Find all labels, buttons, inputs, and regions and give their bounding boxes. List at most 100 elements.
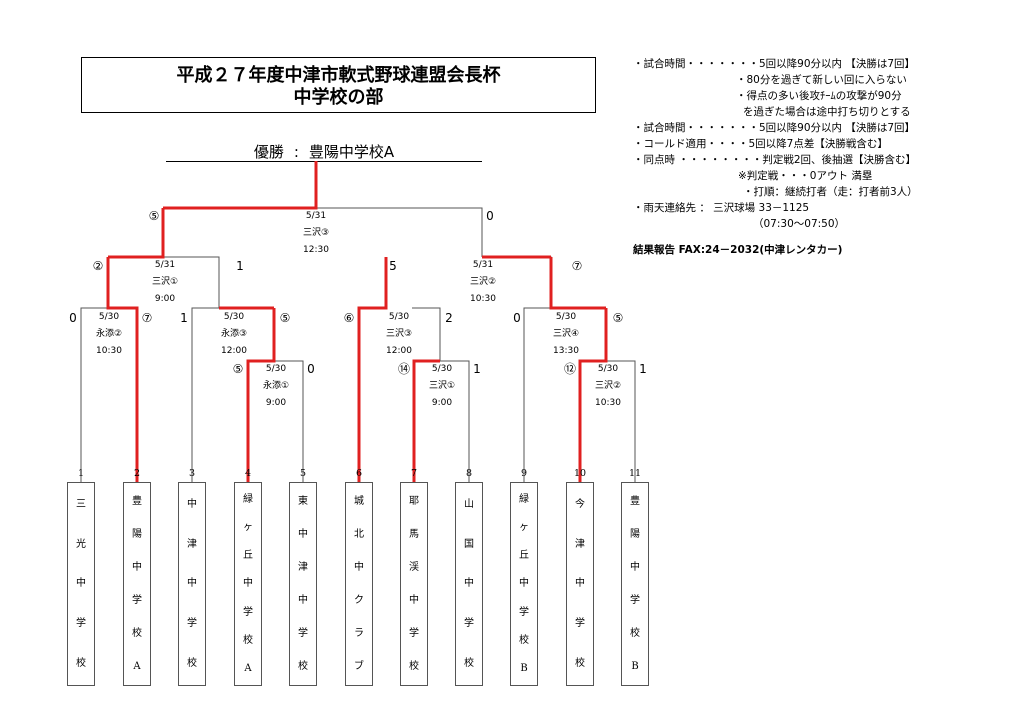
- team-number: 1: [77, 468, 85, 479]
- score-label: ②: [92, 259, 104, 273]
- team-box: 城 北 中 ク ラ ブ: [345, 482, 373, 686]
- title-box: 平成２７年度中津市軟式野球連盟会長杯 中学校の部: [81, 57, 596, 113]
- match-date: 5/30: [431, 364, 453, 374]
- team-char: 中: [354, 562, 364, 573]
- score-label: ⑤: [148, 209, 160, 223]
- team-char: 馬: [409, 529, 419, 540]
- note-line: ・得点の多い後攻ﾁｰﾑの攻撃が90分: [736, 90, 902, 102]
- note-line: ・80分を過ぎて新しい回に入らない: [736, 74, 907, 86]
- team-char: 国: [464, 538, 474, 550]
- score-label: ⑤: [279, 311, 291, 325]
- match-venue: 永添①: [262, 381, 290, 391]
- team-char: 学: [519, 606, 529, 618]
- note-line: ※判定戦・・・0アウト 満塁: [738, 170, 873, 182]
- match-time: 9:00: [265, 398, 287, 408]
- team-char: 校: [187, 657, 197, 669]
- note-line: ・試合時間・・・・・・・5回以降90分以内 【決勝は7回】: [633, 58, 916, 70]
- match-time: 9:00: [431, 398, 453, 408]
- team-char: 津: [575, 538, 585, 550]
- bracket-line: [440, 360, 470, 482]
- team-char: 学: [132, 595, 142, 606]
- bracket-line: [412, 359, 440, 482]
- match-date: 5/31: [154, 260, 176, 270]
- match-info: 5/31 三沢② 10:30: [443, 257, 523, 308]
- score-label: ⑦: [571, 259, 583, 273]
- champion-colon: :: [293, 143, 299, 161]
- team-char: 学: [464, 618, 474, 630]
- note-line: を過ぎた場合は途中打ち切りとする: [743, 106, 911, 118]
- loser-paths: [80, 207, 636, 482]
- note-line: ・同点時 ・・・・・・・・判定戦2回、後抽選【決勝含む】: [633, 154, 917, 166]
- team-char: 学: [575, 618, 585, 630]
- team-char: 中: [187, 578, 197, 590]
- match-venue: 永添②: [95, 329, 123, 339]
- match-info: 5/31 三沢① 9:00: [125, 257, 205, 308]
- team-char: 丘: [243, 550, 253, 562]
- match-time: 12:00: [386, 346, 412, 356]
- team-char: 中: [243, 578, 253, 590]
- team-char: 中: [76, 578, 86, 590]
- match-info: 5/30 三沢③ 12:00: [359, 309, 439, 360]
- team-char: A: [133, 661, 141, 672]
- match-venue: 三沢①: [151, 277, 179, 287]
- champion-label: 優勝: [253, 143, 284, 161]
- match-info: 5/30 永添② 10:30: [69, 309, 149, 360]
- team-char: 中: [132, 562, 142, 573]
- note-line: ・試合時間・・・・・・・5回以降90分以内 【決勝は7回】: [633, 122, 916, 134]
- match-venue: 永添③: [220, 329, 248, 339]
- team-char: 学: [630, 595, 640, 606]
- bracket-line: [163, 256, 220, 308]
- champion-banner: 優勝:豊陽中学校A: [166, 143, 482, 161]
- note-line: ・打順：継続打者（走：打者前3人）: [743, 186, 918, 198]
- team-box: 耶 馬 渓 中 学 校: [400, 482, 428, 686]
- match-date: 5/30: [265, 364, 287, 374]
- score-label: ⑭: [397, 362, 410, 376]
- bracket-line: [163, 161, 318, 210]
- team-char: 城: [354, 496, 364, 507]
- team-char: 学: [187, 618, 197, 630]
- team-char: ヶ: [243, 521, 253, 533]
- score-label: 1: [473, 362, 481, 376]
- team-char: 北: [354, 529, 364, 540]
- team-number: 10: [573, 468, 587, 479]
- team-char: 三: [76, 499, 86, 511]
- team-box: 三 光 中 学 校: [67, 482, 95, 686]
- match-info: 5/31 三沢③ 12:30: [276, 208, 356, 259]
- team-char: 学: [409, 628, 419, 639]
- team-char: 中: [519, 578, 529, 590]
- team-char: 陽: [630, 529, 640, 540]
- match-info: 5/30 永添③ 12:00: [194, 309, 274, 360]
- team-char: 校: [298, 661, 308, 672]
- champion-underline: [166, 161, 482, 162]
- team-char: 丘: [519, 550, 529, 562]
- team-number: 5: [299, 468, 307, 479]
- team-box: 豊 陽 中 学 校 B: [621, 482, 649, 686]
- score-label: ⑤: [232, 362, 244, 376]
- team-char: 校: [630, 628, 640, 639]
- score-label: 2: [445, 311, 453, 325]
- page-subtitle: 中学校の部: [293, 87, 384, 108]
- team-box: 緑 ヶ 丘 中 学 校 B: [510, 482, 538, 686]
- team-box: 今 津 中 学 校: [566, 482, 594, 686]
- bracket-line: [606, 360, 636, 482]
- bracket-line: [357, 257, 388, 482]
- match-info: 5/30 三沢② 10:30: [568, 361, 648, 412]
- note-line: （07:30〜07:50）: [753, 218, 846, 230]
- match-time: 10:30: [595, 398, 621, 408]
- team-char: B: [631, 661, 639, 672]
- team-number: 6: [355, 468, 363, 479]
- team-char: 豊: [132, 496, 142, 507]
- score-label: 0: [513, 311, 521, 325]
- team-char: 耶: [409, 496, 419, 507]
- match-date: 5/30: [597, 364, 619, 374]
- match-time: 10:30: [470, 294, 496, 304]
- team-char: 校: [464, 657, 474, 669]
- team-char: 陽: [132, 529, 142, 540]
- bracket-line: [316, 207, 483, 257]
- bracket-line: [412, 307, 441, 361]
- team-number: 8: [465, 468, 473, 479]
- team-char: 校: [519, 635, 529, 647]
- team-char: 校: [132, 628, 142, 639]
- match-time: 9:00: [154, 294, 176, 304]
